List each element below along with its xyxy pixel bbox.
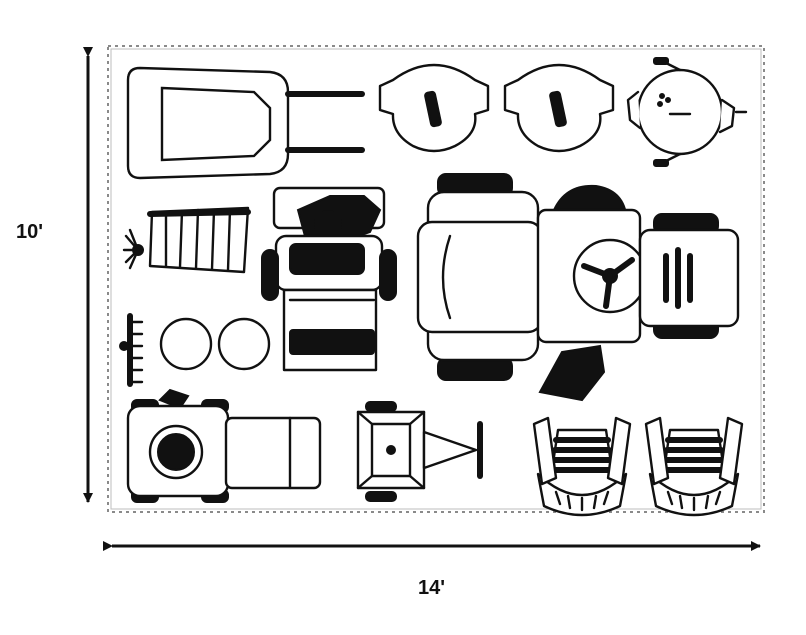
round-grill-left-icon <box>378 63 490 153</box>
leaf-rake-icon <box>119 313 144 387</box>
adirondack-chair-right-icon <box>644 416 744 517</box>
width-dimension-label: 14' <box>418 577 446 599</box>
pressure-washer-icon <box>126 388 322 503</box>
garden-cart-icon <box>356 401 483 502</box>
stepping-stone-right-icon <box>217 317 271 371</box>
wheelbarrow-icon <box>126 66 365 180</box>
kettle-grill-icon <box>626 57 748 167</box>
adirondack-chair-left-icon <box>532 416 632 517</box>
stepping-stone-left-icon <box>159 317 213 371</box>
round-grill-right-icon <box>503 63 615 153</box>
riding-mower-icon <box>261 186 397 372</box>
garden-tractor-icon <box>416 173 740 402</box>
lawn-spreader-icon <box>122 206 251 274</box>
height-dimension-label: 10' <box>16 221 44 243</box>
